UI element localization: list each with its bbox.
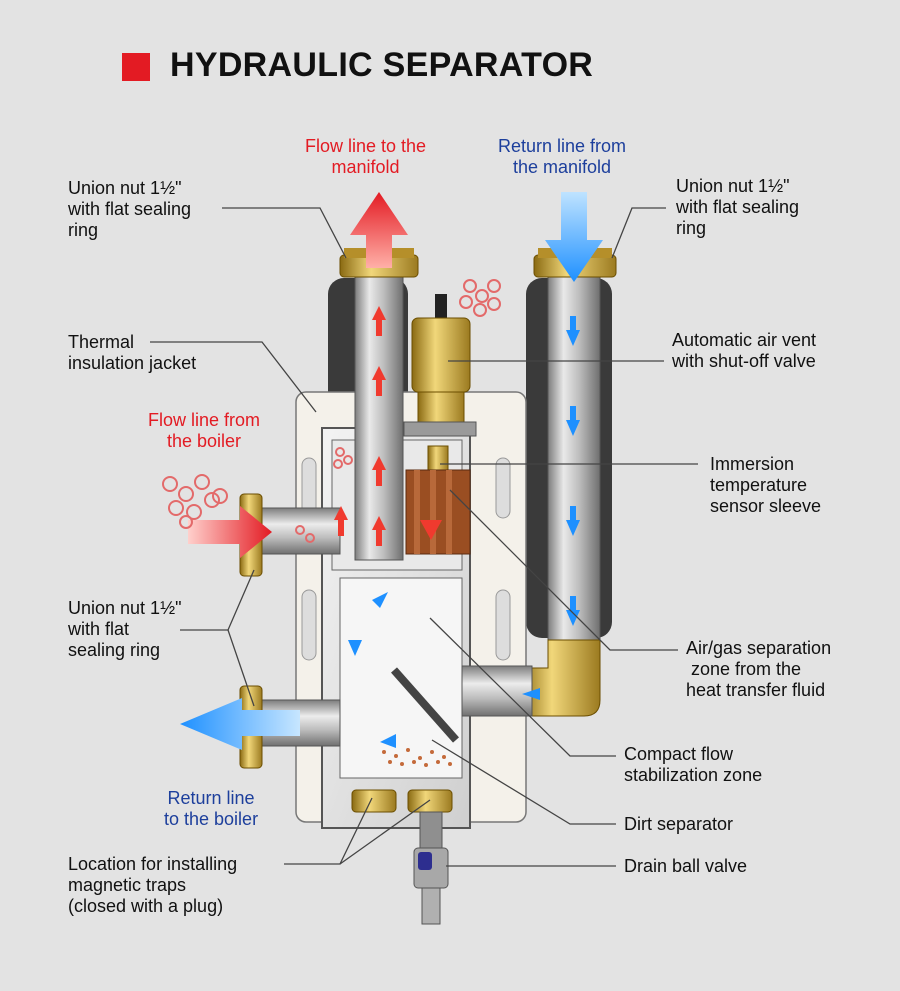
dirt-separator-plate xyxy=(391,667,459,743)
magnetic-trap-plugs xyxy=(351,789,453,813)
label-air-vent: Automatic air vent with shut-off valve xyxy=(672,330,817,371)
label-thermal-insulation: Thermal insulation jacket xyxy=(68,332,197,373)
label-return-from-manifold: Return line from the manifold xyxy=(498,136,627,177)
label-magnetic-traps: Location for installing magnetic traps (… xyxy=(68,854,238,916)
label-dirt-separator: Dirt separator xyxy=(624,814,734,834)
page-title: HYDRAULIC SEPARATOR xyxy=(170,46,594,84)
label-drain-valve: Drain ball valve xyxy=(624,856,748,876)
boiler-flow-arrow xyxy=(188,506,272,558)
label-flow-from-boiler: Flow line from the boiler xyxy=(148,410,261,451)
label-temp-sensor: Immersion temperature sensor sleeve xyxy=(710,454,822,516)
flow-out-arrow xyxy=(350,192,408,268)
title-marker xyxy=(122,53,150,81)
label-air-gas-separation: Air/gas separation zone from the heat tr… xyxy=(686,638,832,700)
air-vent-valve xyxy=(403,294,477,437)
label-flow-to-manifold: Flow line to the manifold xyxy=(305,136,427,177)
boiler-return-arrow xyxy=(180,698,300,750)
label-union-nut-top-right: Union nut 1½" with flat sealing ring xyxy=(676,176,800,238)
return-in-arrow xyxy=(545,192,603,282)
internal-flow-arrows xyxy=(334,306,580,748)
drain-ball-valve xyxy=(413,811,449,925)
dirt-particles xyxy=(382,748,452,767)
label-union-nut-left: Union nut 1½" with flat sealing ring xyxy=(68,598,182,660)
label-union-nut-top-left: Union nut 1½" with flat sealing ring xyxy=(68,178,192,240)
label-return-to-boiler: Return line to the boiler xyxy=(164,788,259,829)
label-flow-stabilization: Compact flow stabilization zone xyxy=(624,744,763,785)
air-bubbles xyxy=(162,279,501,543)
leader-lines xyxy=(150,207,698,867)
